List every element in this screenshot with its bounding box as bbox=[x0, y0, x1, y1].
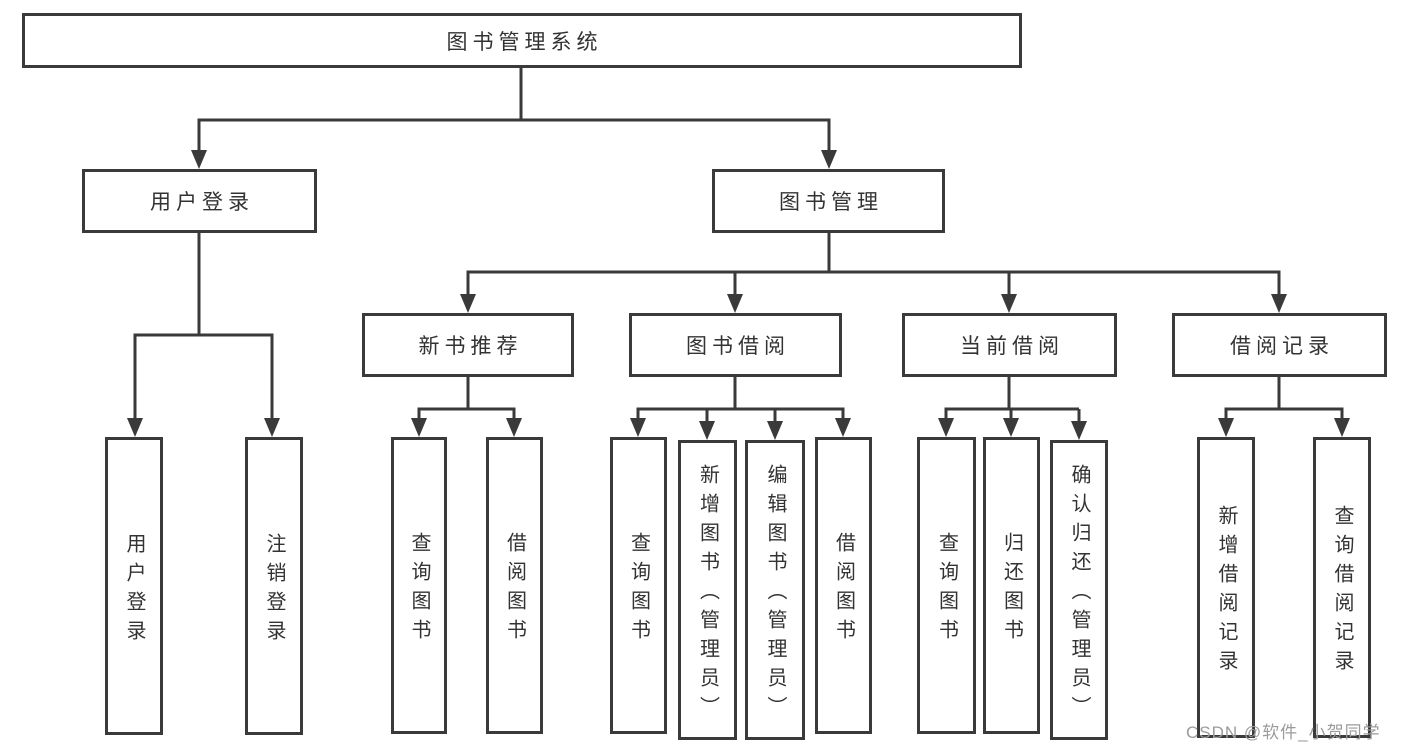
leaf-recommend-query-books: 查询图书 bbox=[391, 437, 447, 734]
leaf-borrow-edit-books-admin-label: 编辑图书（管理员） bbox=[764, 464, 786, 725]
leaf-borrow-add-books-admin-label: 新增图书（管理员） bbox=[696, 464, 719, 725]
connector-segment bbox=[636, 407, 845, 421]
connector-segment bbox=[417, 407, 516, 421]
arrowhead-down-icon bbox=[767, 421, 783, 440]
arrowhead-down-icon bbox=[127, 418, 143, 437]
leaf-borrow-borrow-books: 借阅图书 bbox=[815, 437, 872, 734]
leaf-borrow-query-books-label: 查询图书 bbox=[627, 532, 650, 648]
arrowhead-down-icon bbox=[1071, 421, 1087, 440]
node-book-borrow-label: 图书借阅 bbox=[686, 335, 790, 358]
leaf-borrow-borrow-books-label: 借阅图书 bbox=[832, 532, 855, 648]
csdn-watermark: CSDN @软件_小贺同学 bbox=[1186, 723, 1381, 742]
arrowhead-down-icon bbox=[821, 150, 837, 169]
leaf-user-login: 用户登录 bbox=[105, 437, 163, 735]
node-current-borrow-label: 当前借阅 bbox=[960, 335, 1064, 358]
connector-segment bbox=[1224, 407, 1344, 421]
arrowhead-down-icon bbox=[264, 418, 280, 437]
node-current-borrow: 当前借阅 bbox=[902, 313, 1117, 377]
leaf-borrow-edit-books-admin: 编辑图书（管理员） bbox=[745, 440, 805, 740]
arrowhead-down-icon bbox=[938, 418, 954, 437]
node-root: 图书管理系统 bbox=[22, 13, 1022, 68]
node-book-borrow: 图书借阅 bbox=[629, 313, 842, 377]
connector-segment bbox=[944, 407, 1079, 421]
leaf-recommend-query-books-label: 查询图书 bbox=[408, 532, 430, 648]
leaf-current-confirm-return-admin: 确认归还（管理员） bbox=[1050, 440, 1108, 740]
leaf-user-login-label: 用户登录 bbox=[123, 532, 145, 649]
arrowhead-down-icon bbox=[630, 418, 646, 437]
connector-segment bbox=[133, 333, 274, 421]
arrowhead-down-icon bbox=[1334, 418, 1350, 437]
node-borrow-records-label: 借阅记录 bbox=[1230, 335, 1334, 358]
leaf-logout-label: 注销登录 bbox=[263, 532, 285, 649]
leaf-current-query-books-label: 查询图书 bbox=[935, 532, 958, 648]
leaf-current-query-books: 查询图书 bbox=[917, 437, 976, 734]
arrowhead-down-icon bbox=[1001, 294, 1017, 313]
arrowhead-down-icon bbox=[411, 418, 427, 437]
leaf-recommend-borrow-books-label: 借阅图书 bbox=[503, 532, 526, 648]
node-book-management: 图书管理 bbox=[712, 169, 945, 233]
leaf-current-return-books-label: 归还图书 bbox=[1000, 532, 1023, 648]
leaf-borrow-add-books-admin: 新增图书（管理员） bbox=[678, 440, 737, 740]
arrowhead-down-icon bbox=[835, 418, 851, 437]
leaf-records-query-record: 查询借阅记录 bbox=[1313, 437, 1371, 738]
node-book-management-label: 图书管理 bbox=[779, 191, 883, 214]
leaf-current-confirm-return-admin-label: 确认归还（管理员） bbox=[1068, 464, 1090, 725]
arrowhead-down-icon bbox=[1271, 294, 1287, 313]
leaf-records-add-record-label: 新增借阅记录 bbox=[1215, 505, 1237, 679]
leaf-records-query-record-label: 查询借阅记录 bbox=[1331, 505, 1353, 679]
connector-segment bbox=[197, 118, 831, 152]
node-user-login-label: 用户登录 bbox=[150, 191, 254, 214]
node-new-book-recommend-label: 新书推荐 bbox=[418, 335, 523, 358]
arrowhead-down-icon bbox=[460, 294, 476, 313]
node-root-label: 图书管理系统 bbox=[446, 30, 603, 54]
arrowhead-down-icon bbox=[191, 150, 207, 169]
arrowhead-down-icon bbox=[727, 294, 743, 313]
leaf-current-return-books: 归还图书 bbox=[983, 437, 1040, 734]
node-new-book-recommend: 新书推荐 bbox=[362, 313, 574, 377]
leaf-logout: 注销登录 bbox=[245, 437, 303, 735]
leaf-records-add-record: 新增借阅记录 bbox=[1197, 437, 1255, 738]
leaf-recommend-borrow-books: 借阅图书 bbox=[486, 437, 543, 734]
arrowhead-down-icon bbox=[699, 421, 715, 440]
node-borrow-records: 借阅记录 bbox=[1172, 313, 1387, 377]
connector-segment bbox=[466, 270, 1281, 297]
arrowhead-down-icon bbox=[1218, 418, 1234, 437]
arrowhead-down-icon bbox=[1003, 418, 1019, 437]
leaf-borrow-query-books: 查询图书 bbox=[610, 437, 667, 734]
node-user-login: 用户登录 bbox=[82, 169, 317, 233]
arrowhead-down-icon bbox=[506, 418, 522, 437]
